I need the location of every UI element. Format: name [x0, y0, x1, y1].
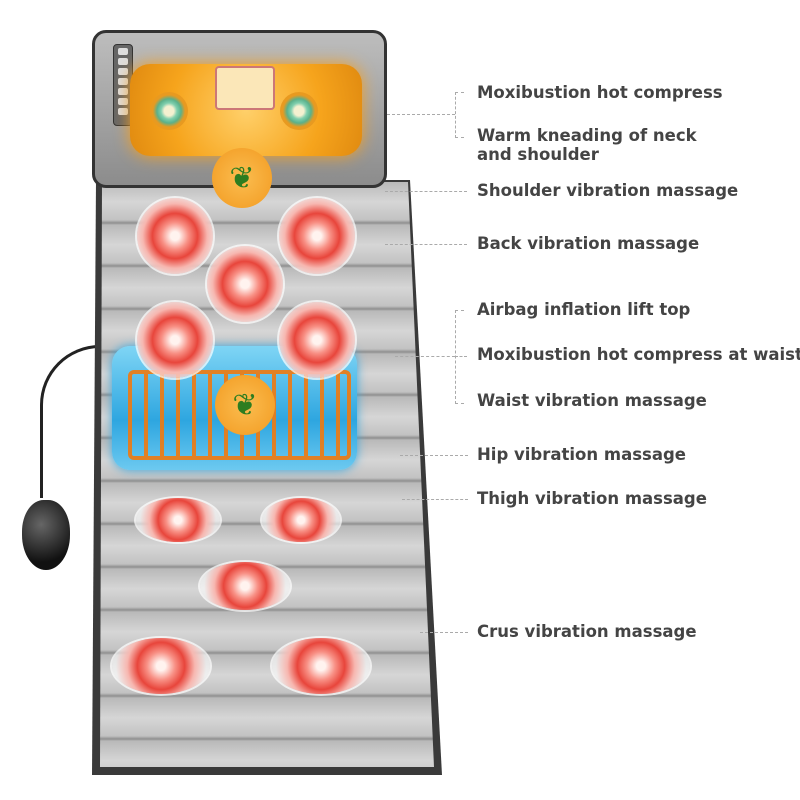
label-back-vibration: Back vibration massage	[477, 234, 700, 253]
label-waist-vibration: Waist vibration massage	[477, 391, 707, 410]
heater-module	[215, 66, 275, 110]
vibration-point	[272, 638, 370, 694]
air-pump-bulb	[22, 500, 70, 570]
label-airbag: Airbag inflation lift top	[477, 300, 691, 319]
kneading-node-right	[280, 92, 318, 130]
vibration-point	[200, 562, 290, 610]
vibration-point	[279, 302, 355, 378]
label-neck-kneading: Warm kneading of neck	[477, 126, 697, 145]
vibration-point	[279, 198, 355, 274]
herb-icon: ❦	[212, 148, 272, 208]
label-moxibustion: Moxibustion hot compress	[477, 83, 723, 102]
label-shoulder-vibration: Shoulder vibration massage	[477, 181, 739, 200]
herb-icon: ❦	[215, 375, 275, 435]
label-waist-moxibustion: Moxibustion hot compress at waist	[477, 345, 800, 364]
vibration-point	[262, 498, 340, 542]
label-crus-vibration: Crus vibration massage	[477, 622, 697, 641]
label-thigh-vibration: Thigh vibration massage	[477, 489, 707, 508]
vibration-point	[136, 498, 220, 542]
kneading-node-left	[150, 92, 188, 130]
vibration-point	[207, 246, 283, 322]
vibration-point	[112, 638, 210, 694]
vibration-point	[137, 302, 213, 378]
vibration-point	[137, 198, 213, 274]
label-hip-vibration: Hip vibration massage	[477, 445, 686, 464]
label-neck-kneading-2: and shoulder	[477, 145, 599, 164]
